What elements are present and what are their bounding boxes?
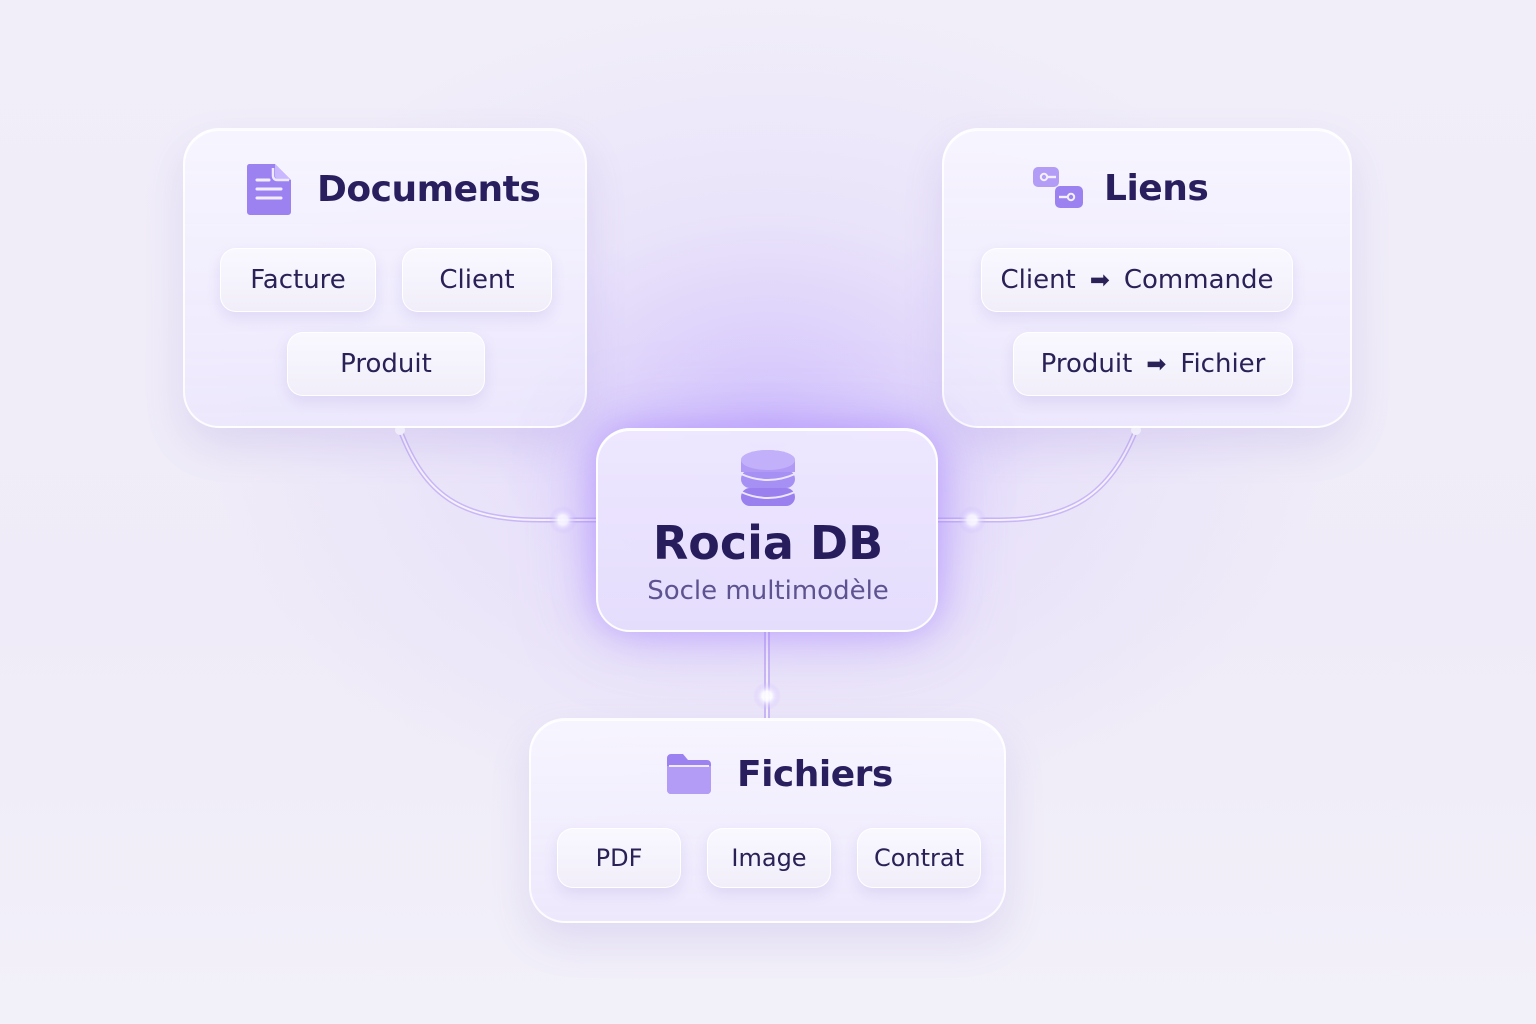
chip-label: Client [439,265,515,295]
link-to: Fichier [1180,349,1266,379]
documents-chip-facture[interactable]: Facture [220,248,376,312]
link-icon [1032,166,1084,210]
fichiers-connector-node [753,682,781,710]
documents-title: Documents [317,168,541,210]
fichiers-card: Fichiers PDF Image Contrat [529,718,1006,923]
arrow-icon: ➡ [1089,266,1110,294]
liens-title: Liens [1104,167,1209,209]
fichiers-chip-pdf[interactable]: PDF [557,828,681,888]
link-from: Produit [1040,349,1133,379]
documents-connector [397,429,596,523]
liens-connector [938,429,1139,523]
fichiers-chip-contrat[interactable]: Contrat [857,828,981,888]
fichiers-chip-image[interactable]: Image [707,828,831,888]
documents-card: Documents Facture Client Produit [183,128,587,428]
liens-card: Liens Client ➡ Commande Produit ➡ Fichie… [942,128,1352,428]
chip-label: Facture [250,265,346,295]
liens-connector-node [958,506,986,534]
liens-chip-produit-fichier[interactable]: Produit ➡ Fichier [1013,332,1293,396]
center-subtitle: Socle multimodèle [647,576,889,606]
link-to: Commande [1123,265,1274,295]
chip-label: Image [731,844,807,872]
database-icon [740,448,796,510]
chip-label: Contrat [873,844,965,872]
chip-label: Produit [340,349,432,379]
arrow-icon: ➡ [1146,350,1167,378]
fichiers-title: Fichiers [737,753,893,795]
documents-chip-client[interactable]: Client [402,248,552,312]
liens-chip-client-commande[interactable]: Client ➡ Commande [981,248,1293,312]
documents-chip-produit[interactable]: Produit [287,332,485,396]
folder-icon [665,752,713,796]
chip-label: PDF [595,844,643,872]
link-from: Client [1000,265,1076,295]
document-icon [245,162,293,216]
center-title: Rocia DB [652,516,884,570]
documents-connector-node [549,506,577,534]
